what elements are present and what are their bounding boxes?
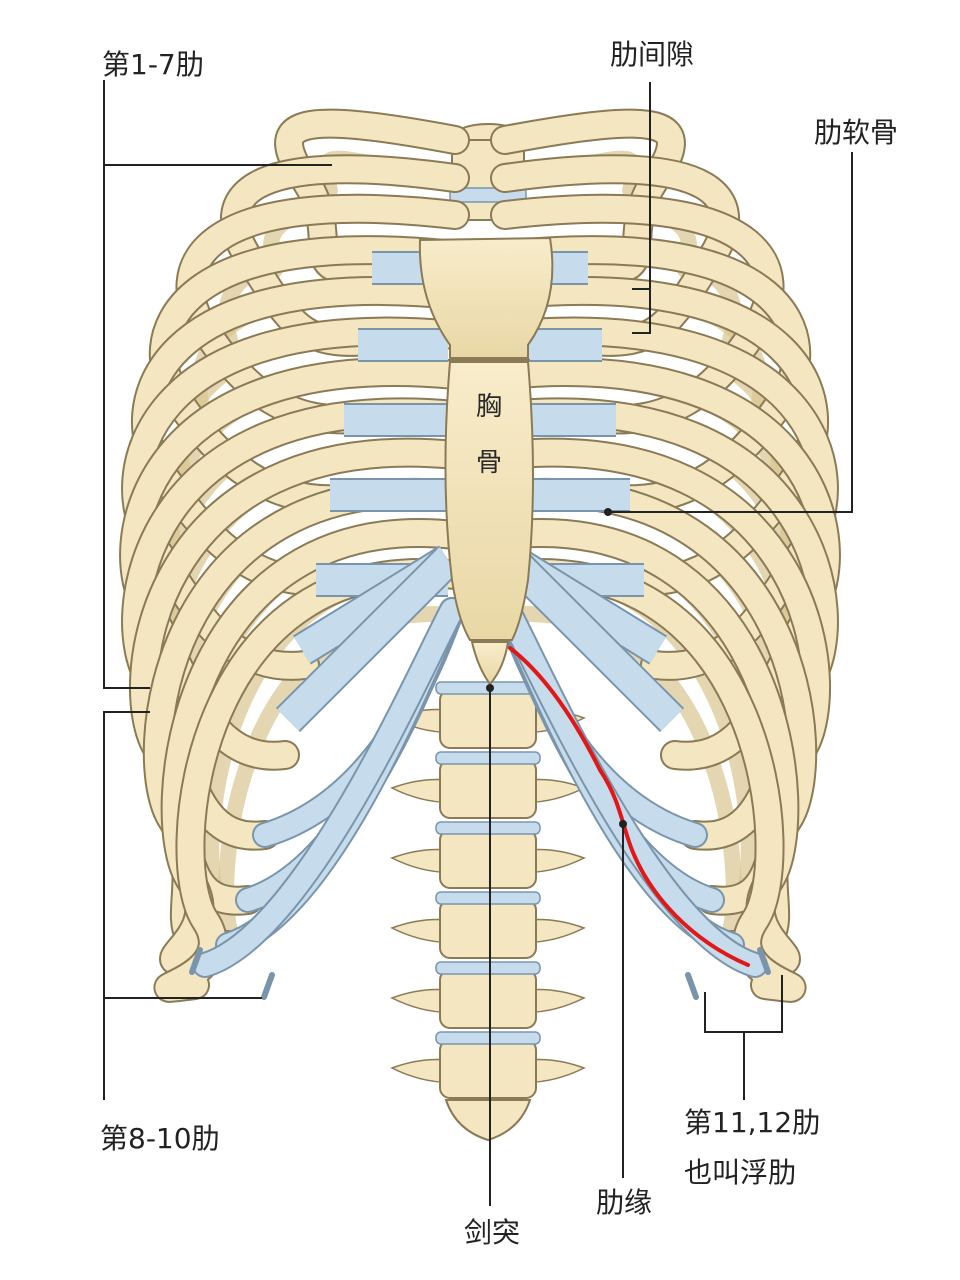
leader-false-ribs bbox=[103, 711, 262, 999]
floating-tip-right-1 bbox=[757, 947, 771, 975]
floating-tip-left-1 bbox=[189, 947, 203, 975]
cartilage-left-7 bbox=[277, 549, 459, 731]
vertebra-6 bbox=[439, 1039, 537, 1099]
costal-margin-line bbox=[508, 646, 750, 967]
floating-tip-right-2 bbox=[685, 972, 699, 1000]
label-floating-ribs-line1: 第11,12肋 bbox=[684, 1106, 821, 1139]
manubrium bbox=[418, 236, 554, 359]
lower-cartilage-arches bbox=[189, 597, 771, 1000]
xiphoid-process-shape bbox=[470, 641, 510, 686]
vertebra-2 bbox=[439, 759, 537, 819]
sternum bbox=[418, 236, 554, 686]
label-floating-ribs-line2: 也叫浮肋 bbox=[684, 1156, 797, 1189]
costal-cartilages bbox=[275, 251, 685, 733]
vertebral-column bbox=[390, 123, 586, 1142]
label-xiphoid-process: 剑突 bbox=[463, 1216, 521, 1249]
sacrum-top bbox=[444, 1099, 532, 1142]
label-sternum-char-1: 胸 bbox=[475, 392, 503, 422]
disc-3 bbox=[435, 821, 541, 835]
vertebra-3 bbox=[439, 829, 537, 889]
label-costal-margin: 肋缘 bbox=[595, 1186, 653, 1219]
leader-true-ribs bbox=[103, 164, 332, 689]
label-true-ribs: 第1-7肋 bbox=[102, 48, 204, 81]
disc-5 bbox=[435, 961, 541, 975]
label-intercostal-space: 肋间隙 bbox=[609, 38, 695, 71]
cartilage-right-7 bbox=[501, 549, 683, 731]
arch-left-4 bbox=[194, 599, 463, 976]
disc-4 bbox=[435, 891, 541, 905]
vertebra-5 bbox=[439, 969, 537, 1029]
vertebra-1 bbox=[439, 689, 537, 749]
label-false-ribs: 第8-10肋 bbox=[100, 1122, 220, 1155]
arch-right-4 bbox=[497, 599, 766, 976]
leader-costal-cartilage bbox=[608, 152, 853, 513]
rib-left-12 bbox=[155, 560, 468, 1001]
label-costal-cartilage: 肋软骨 bbox=[813, 116, 899, 149]
floating-tip-left-2 bbox=[261, 972, 275, 1000]
sternum-body bbox=[444, 361, 534, 641]
label-sternum-char-2: 骨 bbox=[475, 448, 503, 478]
leader-lines bbox=[103, 80, 853, 1206]
vertebra-4 bbox=[439, 899, 537, 959]
leader-intercostal-space bbox=[632, 82, 651, 334]
disc-6 bbox=[435, 1031, 541, 1045]
rib-right-12 bbox=[492, 560, 805, 1001]
anterior-ribs bbox=[119, 108, 841, 1003]
disc-2 bbox=[435, 751, 541, 765]
